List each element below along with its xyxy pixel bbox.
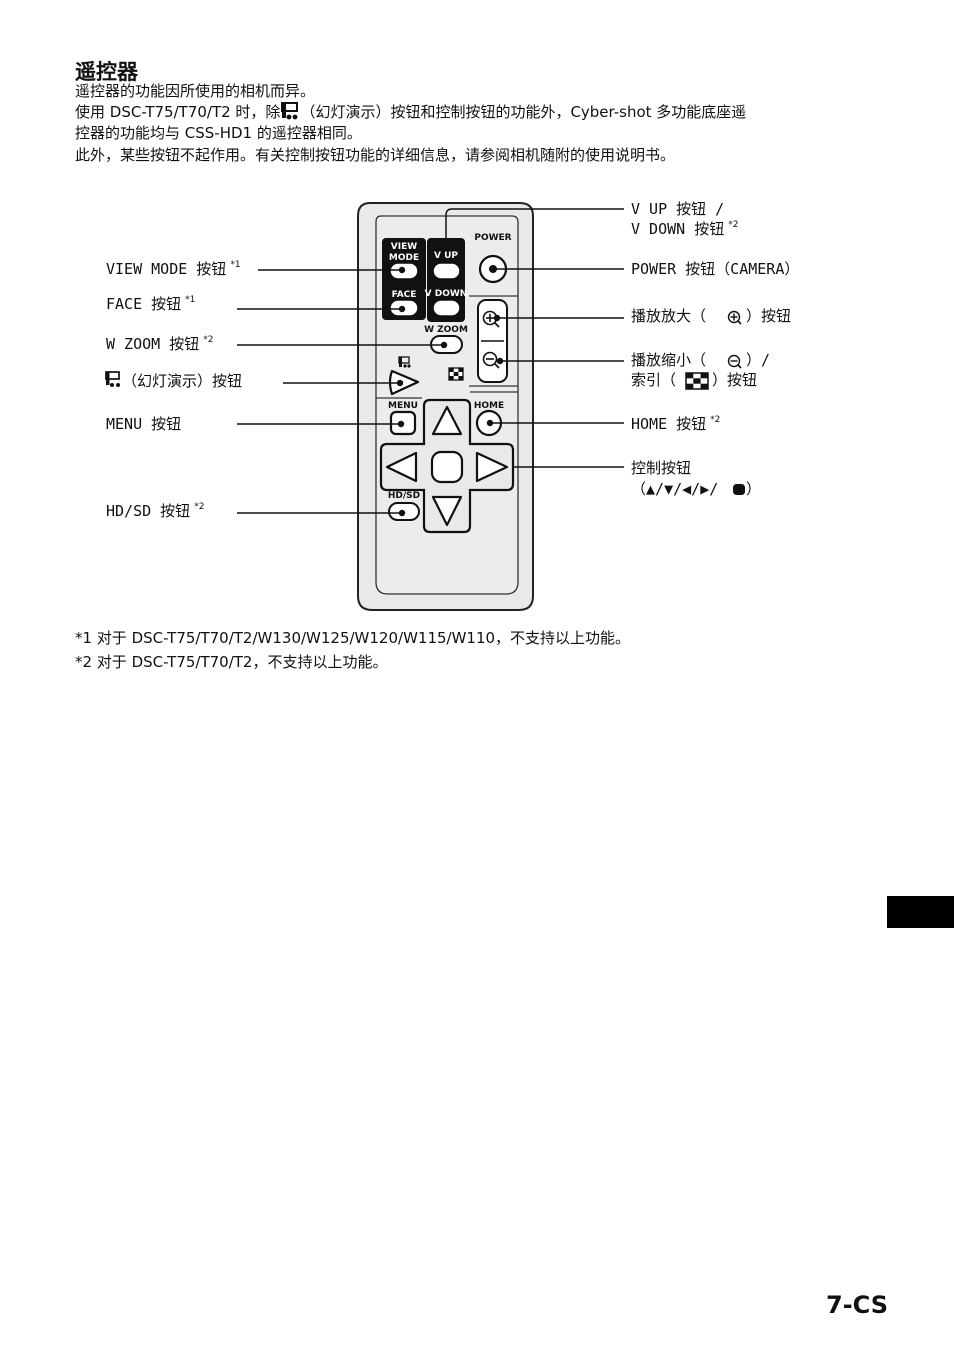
face-key-label: FACE bbox=[392, 290, 417, 300]
usage-paragraph-line1: 使用 DSC-T75/T70/T2 时，除 （幻灯演示）按钮和控制按钮的功能外，C… bbox=[75, 102, 746, 123]
face-callout: FACE 按钮*1 bbox=[106, 295, 195, 313]
right-leader-lines bbox=[445, 208, 624, 468]
left-leader-lines bbox=[237, 269, 444, 514]
slideshow-icon bbox=[281, 102, 299, 120]
control-up-key[interactable] bbox=[431, 405, 463, 436]
right-leader-dots bbox=[442, 241, 504, 427]
control-callout-arrows: （▲/▼/◀/▶/ bbox=[631, 480, 718, 498]
v-up-key[interactable] bbox=[432, 262, 461, 280]
zoom-in-callout-icon bbox=[727, 310, 742, 325]
power-key-label: POWER bbox=[474, 233, 511, 243]
left-leader-dots bbox=[396, 266, 448, 517]
v-down-key[interactable] bbox=[432, 299, 461, 317]
intro-paragraph: 遥控器的功能因所使用的相机而异。 bbox=[75, 82, 316, 100]
page-number: 7-CS bbox=[826, 1291, 889, 1319]
zoom-out-callout-before: 播放缩小（ bbox=[631, 351, 706, 369]
power-callout: POWER 按钮（CAMERA） bbox=[631, 260, 799, 278]
home-key-label: HOME bbox=[474, 401, 504, 411]
mode-key-label: MODE bbox=[389, 253, 419, 263]
usage-text-before-icon: 使用 DSC-T75/T70/T2 时，除 bbox=[75, 103, 281, 121]
control-center-key[interactable] bbox=[430, 450, 464, 484]
vup-key-label: V UP bbox=[434, 251, 458, 261]
index-callout-icon bbox=[685, 372, 709, 390]
control-callout: 控制按钮 bbox=[631, 459, 691, 477]
v-down-callout: V DOWN 按钮*2 bbox=[631, 220, 738, 238]
hdsd-key-label: HD/SD bbox=[388, 491, 420, 501]
footnote-1: *1 对于 DSC-T75/T70/T2/W130/W125/W120/W115… bbox=[75, 629, 631, 647]
vdown-key-label: V DOWN bbox=[425, 289, 468, 299]
home-callout: HOME 按钮*2 bbox=[631, 415, 720, 433]
zoom-out-callout-after: ）/ bbox=[746, 351, 770, 369]
menu-callout: MENU 按钮 bbox=[106, 415, 181, 433]
slideshow-callout-icon bbox=[105, 371, 120, 387]
view-mode-callout: VIEW MODE 按钮*1 bbox=[106, 260, 241, 278]
section-title: 遥控器 bbox=[75, 60, 138, 84]
zoom-in-callout-before: 播放放大（ bbox=[631, 307, 706, 325]
remote-diagram: VIEW MODE FACE V UP V DOWN POWER W ZOOM bbox=[105, 200, 799, 611]
control-down-key[interactable] bbox=[431, 495, 463, 527]
menu-key-label: MENU bbox=[388, 401, 418, 411]
usage-text-after-icon: （幻灯演示）按钮和控制按钮的功能外，Cyber-shot 多功能底座遥 bbox=[300, 103, 747, 121]
footnote-2: *2 对于 DSC-T75/T70/T2，不支持以上功能。 bbox=[75, 653, 388, 671]
slideshow-key[interactable] bbox=[388, 369, 420, 396]
section-tab-marker bbox=[887, 896, 954, 928]
v-up-callout: V UP 按钮 / bbox=[631, 200, 724, 218]
wzoom-key-label: W ZOOM bbox=[424, 325, 468, 335]
zoom-in-callout-after: ）按钮 bbox=[746, 307, 791, 325]
index-key-icon bbox=[448, 367, 464, 381]
hd-sd-callout: HD/SD 按钮*2 bbox=[106, 502, 204, 520]
slideshow-key-icon bbox=[398, 356, 411, 368]
index-callout-after: ）按钮 bbox=[712, 371, 757, 389]
control-right-key[interactable] bbox=[475, 451, 509, 483]
zoom-out-callout-icon bbox=[727, 354, 742, 369]
control-left-key[interactable] bbox=[385, 451, 418, 483]
index-callout-before: 索引（ bbox=[631, 371, 676, 389]
view-key-label: VIEW bbox=[391, 242, 417, 252]
control-callout-close: ） bbox=[746, 480, 761, 498]
w-zoom-callout: W ZOOM 按钮*2 bbox=[106, 335, 213, 353]
zoom-out-icon bbox=[482, 351, 500, 369]
center-button-icon bbox=[733, 484, 745, 495]
note-paragraph: 此外，某些按钮不起作用。有关控制按钮功能的详细信息，请参阅相机随附的使用说明书。 bbox=[75, 146, 676, 164]
usage-paragraph-line2: 控器的功能均与 CSS-HD1 的遥控器相同。 bbox=[75, 124, 362, 142]
slideshow-callout: （幻灯演示）按钮 bbox=[122, 372, 242, 390]
